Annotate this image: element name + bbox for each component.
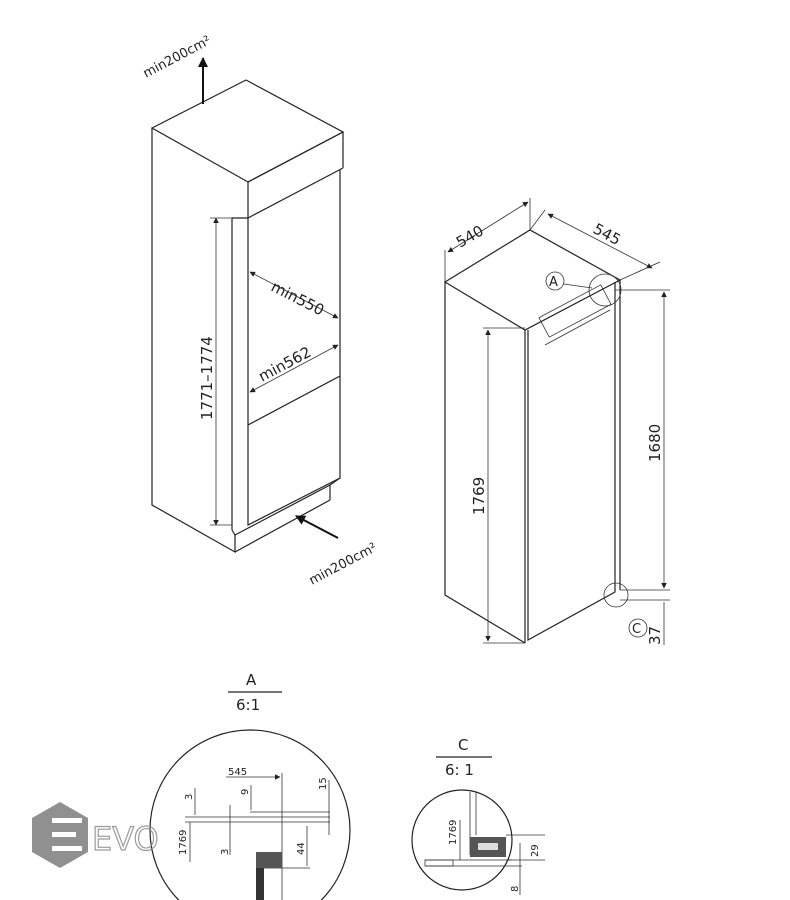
- detail-c-view: [411, 789, 545, 895]
- niche-width-label: min562: [255, 343, 314, 386]
- dim-front-height: [483, 327, 525, 644]
- vent-bottom-label: min200cm²: [307, 540, 380, 588]
- detail-c-scale: 6: 1: [445, 761, 474, 779]
- dim-niche-width: [249, 344, 339, 393]
- detail-a-view: [149, 729, 351, 900]
- marker-c-label: C: [632, 622, 641, 637]
- detail-c-title: C: [458, 736, 468, 754]
- detail-a-dim-44: 44: [296, 842, 307, 855]
- evo-watermark-logo: EVO: [32, 802, 159, 868]
- side-height-label: 1680: [646, 424, 664, 462]
- dim-side-height: [615, 289, 670, 645]
- detail-a-dim-545: 545: [228, 767, 247, 778]
- detail-c-dim-1769: 1769: [448, 820, 459, 845]
- dim-width: [444, 198, 531, 282]
- marker-a: [545, 271, 565, 291]
- detail-a-dim-3-top: 3: [184, 794, 195, 800]
- dim-depth: [529, 209, 661, 281]
- appliance-body: [443, 229, 622, 644]
- detail-c-dim-8: 8: [510, 886, 521, 892]
- dim-niche-height: [210, 217, 232, 526]
- detail-a-scale: 6:1: [236, 696, 260, 714]
- marker-a-label: A: [549, 275, 558, 290]
- front-height-label: 1769: [470, 477, 488, 515]
- detail-c-dim-29: 29: [530, 844, 541, 857]
- vent-bottom-arrow: [295, 515, 339, 539]
- detail-a-dim-9: 9: [240, 789, 251, 795]
- niche-height-label: 1771–1774: [198, 336, 216, 420]
- detail-c-circle: [603, 582, 629, 608]
- detail-a-dim-15: 15: [318, 777, 329, 790]
- bottom-offset-label: 37: [646, 626, 664, 645]
- detail-a-dim-1769: 1769: [178, 830, 189, 855]
- watermark-text: EVO: [92, 820, 159, 858]
- width-label: 540: [453, 222, 487, 252]
- detail-a-dim-3-bottom: 3: [220, 849, 231, 855]
- dim-niche-depth: [249, 271, 339, 319]
- marker-c: [628, 618, 648, 638]
- niche-depth-label: min550: [268, 278, 327, 320]
- detail-a-title: A: [246, 671, 257, 689]
- cabinet-niche: [150, 79, 345, 554]
